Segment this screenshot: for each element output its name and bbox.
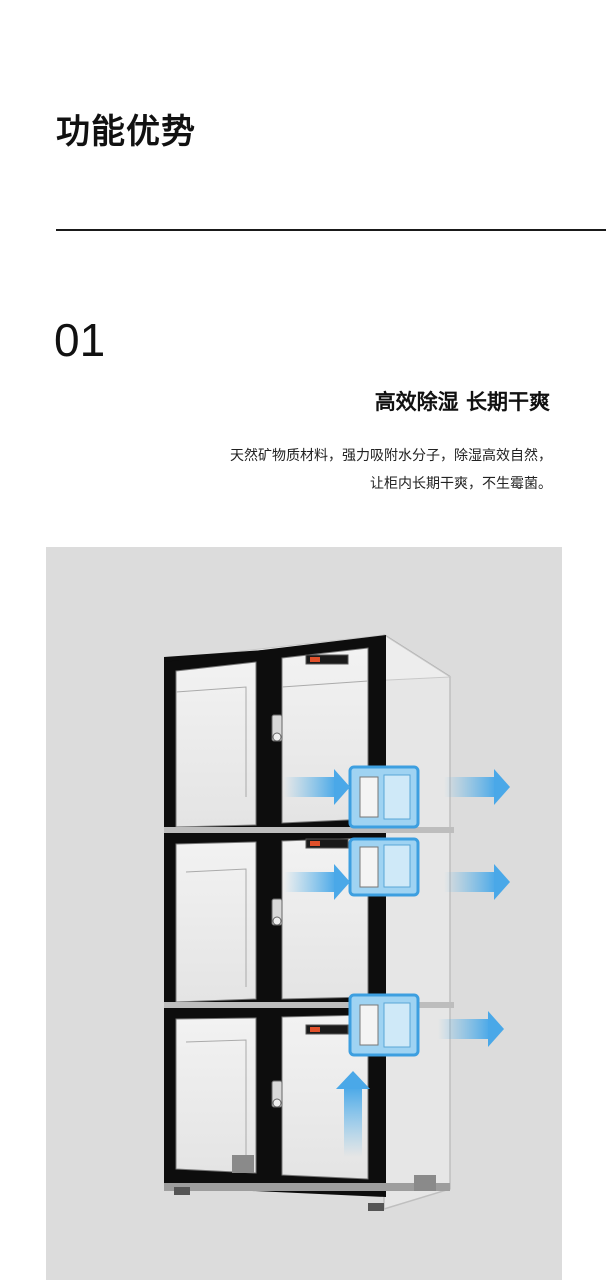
dehumidifier-module-1 [348,765,420,829]
dehumidifier-module-2 [348,837,420,897]
cabinet-foot-right [368,1203,384,1211]
door-lock-3 [271,1080,283,1108]
product-image [46,547,562,1280]
airflow-arrow-in-1 [284,769,350,805]
feature-description-line-1: 天然矿物质材料，强力吸附水分子，除湿高效自然， [230,448,552,464]
airflow-arrow-out-3 [438,1011,504,1047]
feature-description-line-2: 让柜内长期干爽，不生霉菌。 [370,476,552,492]
section-divider [56,229,606,231]
section-title: 功能优势 [56,112,196,152]
airflow-arrow-up [336,1071,370,1157]
cabinet-foot-left [174,1187,190,1195]
door-lock-1 [271,714,283,742]
control-display-3 [305,1024,349,1035]
feature-description: 天然矿物质材料，强力吸附水分子，除湿高效自然， 让柜内长期干爽，不生霉菌。 [230,442,552,498]
feature-heading: 高效除湿 长期干爽 [374,390,550,414]
shelf-2 [164,1002,454,1008]
inner-bracket-left [232,1155,254,1173]
cabinet-side-panel [383,633,451,1211]
dehumidifier-module-3 [348,993,420,1057]
door-lock-2 [271,898,283,926]
airflow-arrow-out-1 [444,769,510,805]
dry-cabinet-illustration [164,633,510,1211]
inner-bracket-right [414,1175,436,1191]
feature-number: 01 [54,314,106,366]
cabinet-base [164,1183,450,1191]
control-display-1 [305,654,349,665]
control-display-2 [305,838,349,849]
airflow-arrow-in-2 [284,864,350,900]
shelf-1 [164,827,454,833]
airflow-arrow-out-2 [444,864,510,900]
